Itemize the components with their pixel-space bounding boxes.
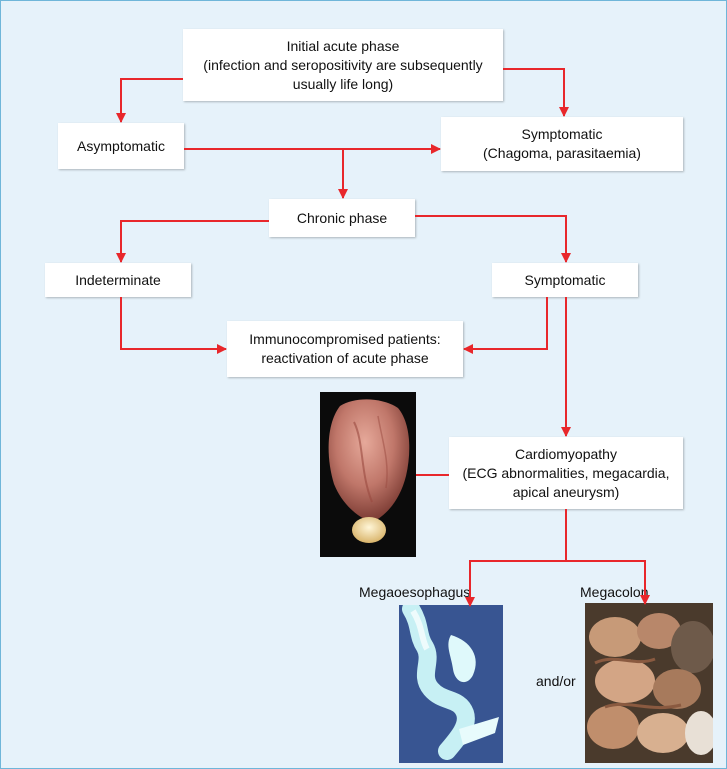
- arrow-chronic-to-symptomatic: [415, 216, 566, 262]
- arrow-to-megacolon: [566, 561, 645, 604]
- arrow-symptomatic-to-immuno: [464, 297, 547, 349]
- arrow-chronic-to-indeterminate: [121, 221, 269, 262]
- arrow-indeterminate-to-immuno: [121, 297, 226, 349]
- arrow-initial-to-symptomatic-acute: [503, 69, 564, 116]
- arrow-to-megaoesophagus: [470, 561, 566, 606]
- arrow-initial-to-asymptomatic: [121, 79, 183, 122]
